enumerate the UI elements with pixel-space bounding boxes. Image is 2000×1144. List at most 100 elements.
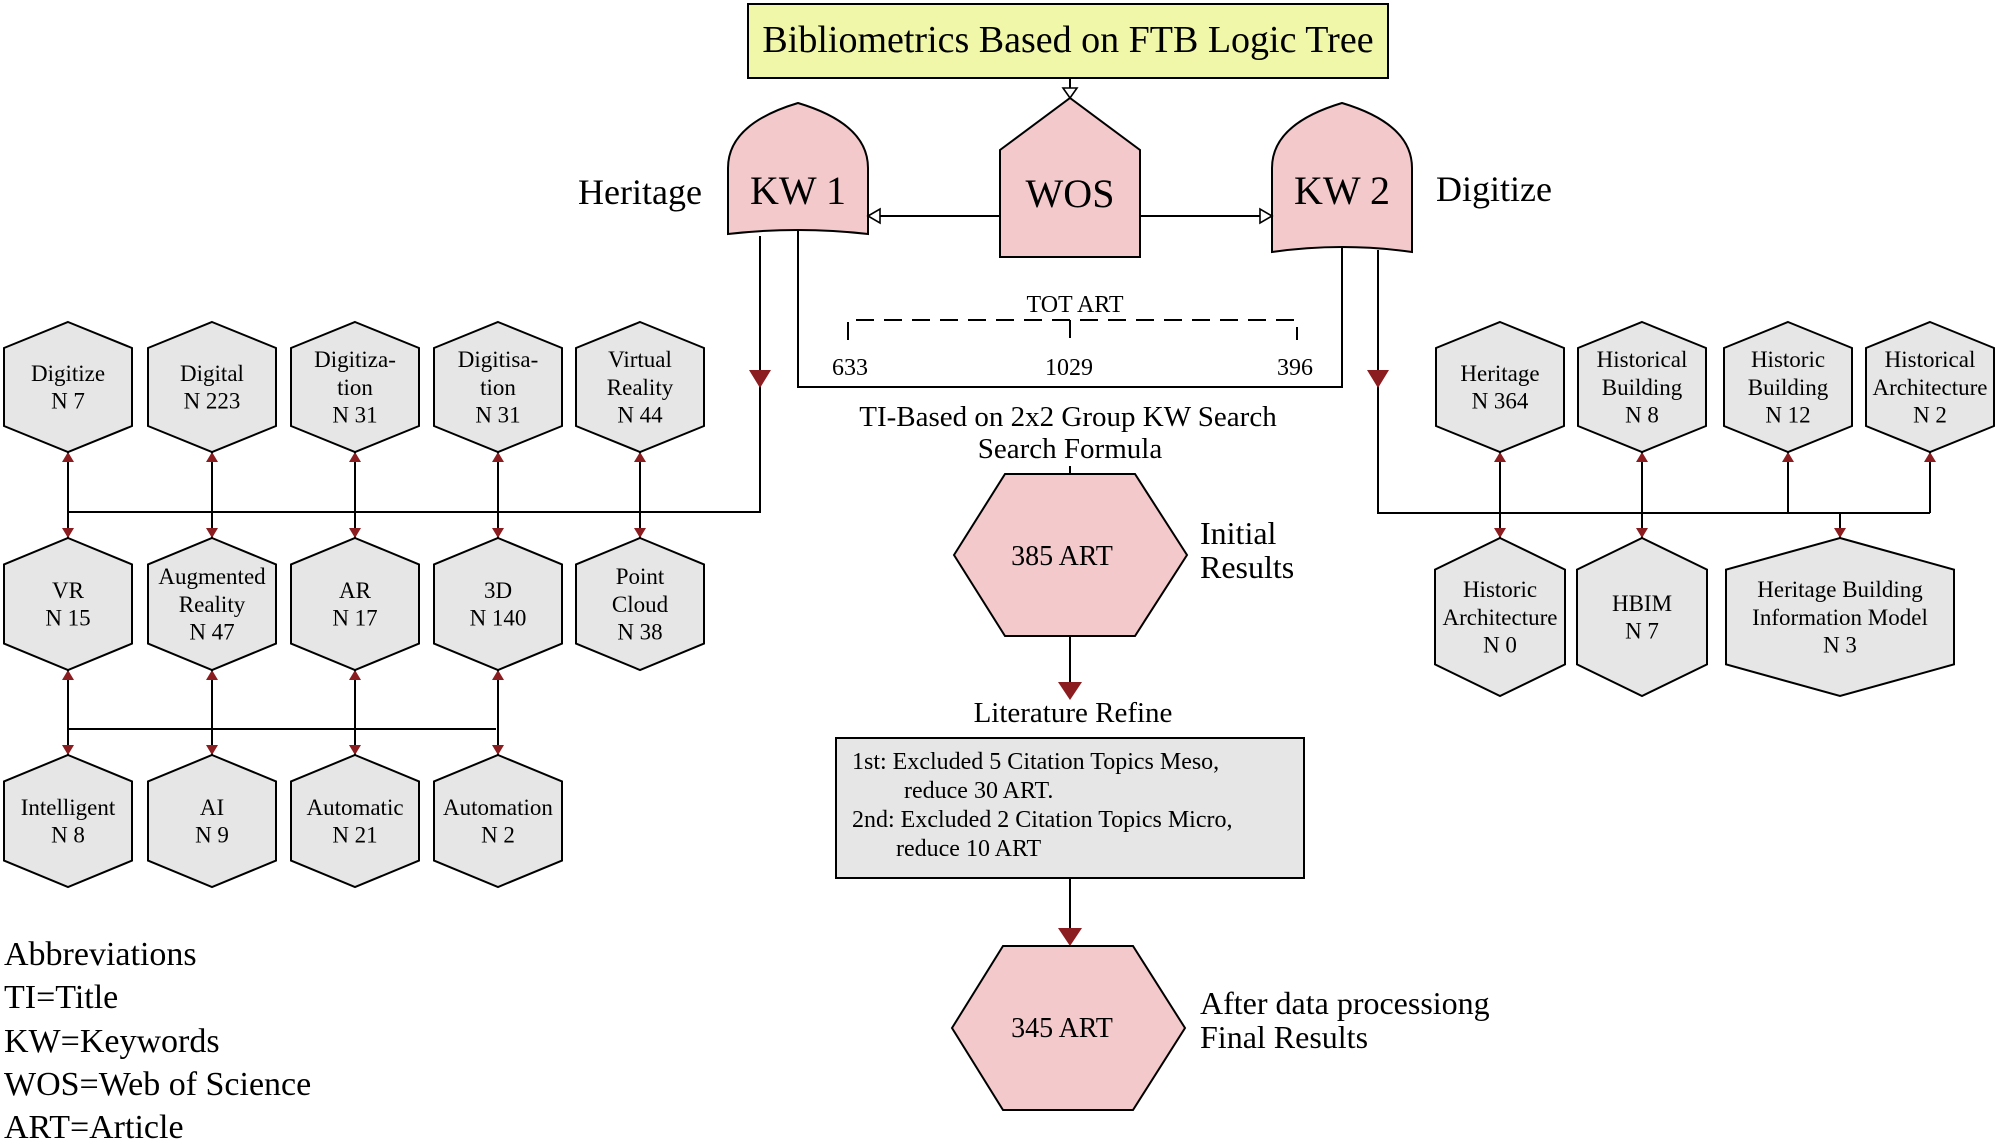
kw2-down-arrow [1367, 370, 1389, 388]
heritage-label: Heritage [578, 172, 702, 212]
left-row1-node-0-label-0: Digitize [31, 361, 105, 386]
refine-line-4: reduce 10 ART [896, 836, 1042, 862]
tot-art-right: 396 [1277, 355, 1313, 381]
right-row2-arrow-down-0 [1494, 528, 1506, 538]
left-row3-node-2-label-0: Automatic [306, 795, 403, 820]
diagram-title: Bibliometrics Based on FTB Logic Tree [762, 19, 1373, 61]
kw2-to-right-branch [1377, 250, 1930, 514]
left-row1-arrow-up-3 [492, 452, 504, 462]
left-row1-node-0-label-1: N 7 [51, 389, 85, 414]
left-row3-node-0-label-0: Intelligent [21, 795, 116, 820]
right-row1-node-3-label-0: Historical [1885, 347, 1976, 372]
right-row2-node-1-hexagon [1576, 536, 1708, 698]
abbreviation-ti: TI=Title [4, 979, 118, 1016]
search-line-1: TI-Based on 2x2 Group KW Search [859, 401, 1277, 433]
left-row2-node-2-label-0: AR [339, 578, 372, 603]
refine-to-final-arrow [1058, 928, 1082, 946]
left-row2-node-4-hexagon [575, 536, 705, 672]
initial-results-label-2: Results [1200, 549, 1294, 585]
wos-gate [999, 96, 1141, 258]
kw1-to-left-branch [68, 236, 761, 513]
initial-results-value: 385 ART [1011, 541, 1113, 572]
left-row3-node-1-hexagon [147, 753, 277, 889]
left-row2-node-1-label-1: Reality [179, 592, 246, 617]
search-line-2: Search Formula [978, 433, 1163, 465]
right-row1-node-0-label-0: Heritage [1460, 361, 1539, 386]
abbreviation-kw: KW=Keywords [4, 1023, 220, 1060]
left-row2-arrow-down-4 [634, 528, 646, 538]
abbreviation-art: ART=Article [4, 1109, 184, 1144]
right-row1-arrow-up-3 [1924, 452, 1936, 462]
left-row2-arrow-down-0 [62, 528, 74, 538]
left-row3-arrow-down-0 [62, 745, 74, 755]
left-row1-node-2-label-1: tion [337, 375, 373, 400]
left-row2-node-2-hexagon [290, 536, 420, 672]
left-row2-node-4-label-2: N 38 [617, 619, 662, 644]
left-row1-node-3-label-0: Digitisa- [458, 347, 539, 372]
refine-box [835, 737, 1305, 879]
left-row3-node-1-label-0: AI [200, 795, 224, 820]
left-row3-node-3-label-0: Automation [443, 795, 553, 820]
left-row1-node-3-label-2: N 31 [475, 402, 520, 427]
left-row3-node-0-label-1: N 8 [51, 823, 85, 848]
right-row2-node-2-label-1: Information Model [1752, 605, 1928, 630]
right-row1-node-3-label-2: N 2 [1913, 402, 1947, 427]
right-row2-arrow-down-2 [1834, 528, 1846, 538]
right-row2-node-2-label-2: N 3 [1823, 632, 1857, 657]
left-row3-node-1-label-1: N 9 [195, 823, 229, 848]
right-row2-node-2-hexagon [1725, 536, 1955, 698]
kw2-label: KW 2 [1294, 168, 1390, 213]
wos-label: WOS [1026, 171, 1115, 216]
left-row1-node-2-label-2: N 31 [332, 402, 377, 427]
final-results-label-2: Final Results [1200, 1019, 1368, 1055]
kw1-down-arrow [749, 370, 771, 388]
left-row2-node-3-label-1: N 140 [470, 606, 527, 631]
left-row2-arrow-up-1 [206, 670, 218, 680]
left-row2-arrow-down-3 [492, 528, 504, 538]
left-row2-arrow-up-0 [62, 670, 74, 680]
initial-results-label-1: Initial [1200, 515, 1277, 551]
final-results-value: 345 ART [1011, 1013, 1113, 1044]
left-row2-arrow-down-1 [206, 528, 218, 538]
left-row3-arrow-down-3 [492, 745, 504, 755]
title-arrow-head [1061, 87, 1079, 100]
right-row2-node-0-label-1: Architecture [1443, 605, 1558, 630]
digitize-label: Digitize [1436, 169, 1552, 209]
abbreviation-wos: WOS=Web of Science [4, 1066, 311, 1103]
right-row1-node-1-hexagon [1577, 320, 1707, 454]
right-row1-arrow-up-0 [1494, 452, 1506, 462]
right-row1-node-2-label-0: Historic [1751, 347, 1825, 372]
right-row1-arrow-up-1 [1636, 452, 1648, 462]
right-row1-node-3-label-1: Architecture [1873, 375, 1988, 400]
right-row1-node-2-label-2: N 12 [1765, 402, 1810, 427]
left-row1-node-3-label-1: tion [480, 375, 516, 400]
left-row2-node-1-label-0: Augmented [158, 564, 266, 589]
left-row2-node-0-hexagon [3, 536, 133, 672]
left-row1-node-4-label-0: Virtual [608, 347, 672, 372]
left-row2-node-3-label-0: 3D [484, 578, 512, 603]
refine-line-3: 2nd: Excluded 2 Citation Topics Micro, [852, 807, 1233, 833]
left-row1-node-4-label-2: N 44 [617, 402, 663, 427]
right-row1-node-2-hexagon [1723, 320, 1853, 454]
abbreviations-heading: Abbreviations [4, 936, 197, 973]
left-row2-node-0-label-0: VR [52, 578, 85, 603]
right-row2-node-1-label-0: HBIM [1612, 591, 1672, 616]
left-row1-node-1-label-0: Digital [180, 361, 244, 386]
left-row3-node-2-label-1: N 21 [332, 823, 377, 848]
left-row2-arrow-up-2 [349, 670, 361, 680]
left-row2-node-3-hexagon [433, 536, 563, 672]
right-row1-node-1-label-0: Historical [1597, 347, 1688, 372]
left-row2-node-0-label-1: N 15 [45, 606, 90, 631]
title-box [747, 3, 1389, 79]
left-row3-node-0-hexagon [3, 753, 133, 889]
left-row2-node-4-label-1: Cloud [612, 592, 669, 617]
left-row1-node-2-hexagon [290, 320, 420, 454]
node-connectors [62, 452, 1936, 755]
left-row1-node-4-label-1: Reality [607, 375, 674, 400]
kw1-label: KW 1 [750, 168, 846, 213]
left-row1-arrow-up-1 [206, 452, 218, 462]
tot-art-label: TOT ART [1026, 292, 1123, 318]
right-row1-arrow-up-2 [1782, 452, 1794, 462]
wos-to-kw2-arrow [1259, 207, 1274, 225]
